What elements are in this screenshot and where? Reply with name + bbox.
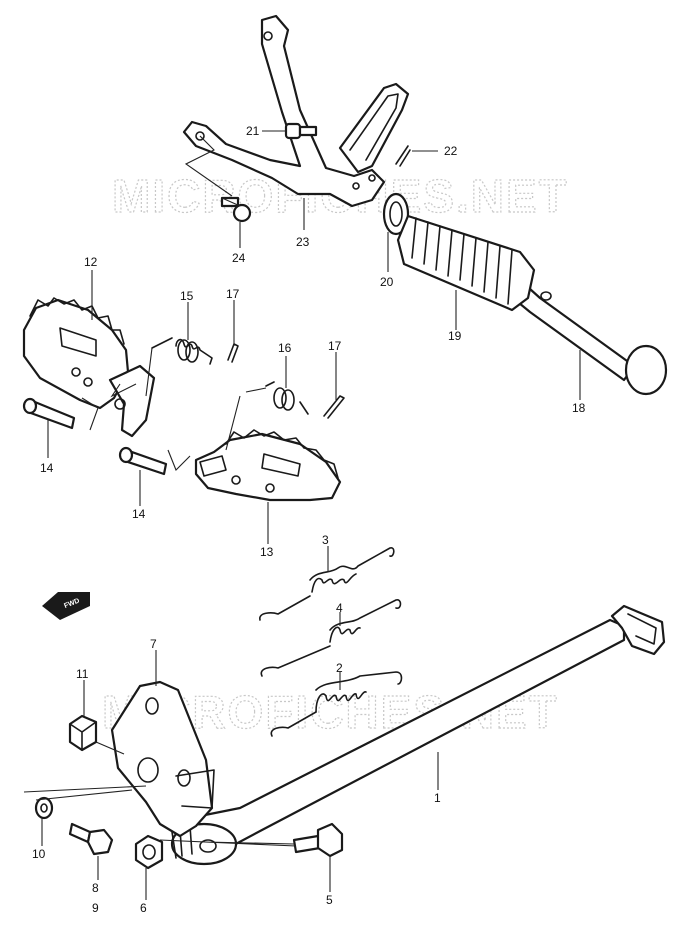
callout-9: 9 [92,901,99,915]
callout-21: 21 [246,124,260,138]
spring-part-4[interactable] [260,599,402,677]
fwd-badge: FWD [42,592,90,620]
arrow-left-icon [42,592,90,620]
callout-16: 16 [278,341,292,355]
pin-part-14b[interactable] [118,446,168,476]
cotter-pin-part-22[interactable] [395,145,411,167]
footpeg-part-12[interactable] [22,297,156,438]
callout-3: 3 [322,533,329,547]
callout-19: 19 [448,329,462,343]
footpeg-part-13[interactable] [194,429,342,502]
callout-2: 2 [336,661,343,675]
callout-13: 13 [260,545,274,559]
callout-4: 4 [336,601,343,615]
washer-part-10[interactable] [34,796,54,820]
side-stand-part-1[interactable] [170,604,666,866]
pin-part-17a[interactable] [227,343,239,363]
callout-17a: 17 [226,287,240,301]
pin-part-17b[interactable] [323,395,345,419]
spring-part-3[interactable] [259,547,395,621]
nut-part-11[interactable] [68,714,98,752]
spring-part-16[interactable] [265,381,309,415]
callout-12: 12 [84,255,98,269]
bolt-part-8-9[interactable] [68,822,114,856]
callout-6: 6 [140,901,147,915]
washer-part-20[interactable] [382,192,410,236]
callout-5: 5 [326,893,333,907]
nut-part-6[interactable] [134,834,164,870]
bolt-part-21[interactable] [284,122,318,140]
callout-18: 18 [572,401,586,415]
callout-1: 1 [434,791,441,805]
pin-part-14a[interactable] [22,397,76,430]
callout-7: 7 [150,637,157,651]
callout-22: 22 [444,144,458,158]
spring-part-15[interactable] [151,337,213,365]
shaft-part-18[interactable] [506,278,668,396]
bracket-part-23[interactable] [182,14,410,208]
callout-14a: 14 [40,461,54,475]
callout-17b: 17 [328,339,342,353]
callout-14b: 14 [132,507,146,521]
grip-part-19[interactable] [396,214,536,312]
callouts: 21 22 23 24 20 19 18 12 15 17 16 17 14 1… [32,124,586,915]
callout-23: 23 [296,235,310,249]
spring-part-2[interactable] [270,671,403,737]
bolt-part-5[interactable] [292,822,344,858]
callout-20: 20 [380,275,394,289]
callout-15: 15 [180,289,194,303]
callout-24: 24 [232,251,246,265]
callout-11: 11 [76,667,89,681]
callout-10: 10 [32,847,46,861]
plate-part-7[interactable] [110,680,215,838]
callout-8: 8 [92,881,99,895]
leader-lines [23,130,581,900]
